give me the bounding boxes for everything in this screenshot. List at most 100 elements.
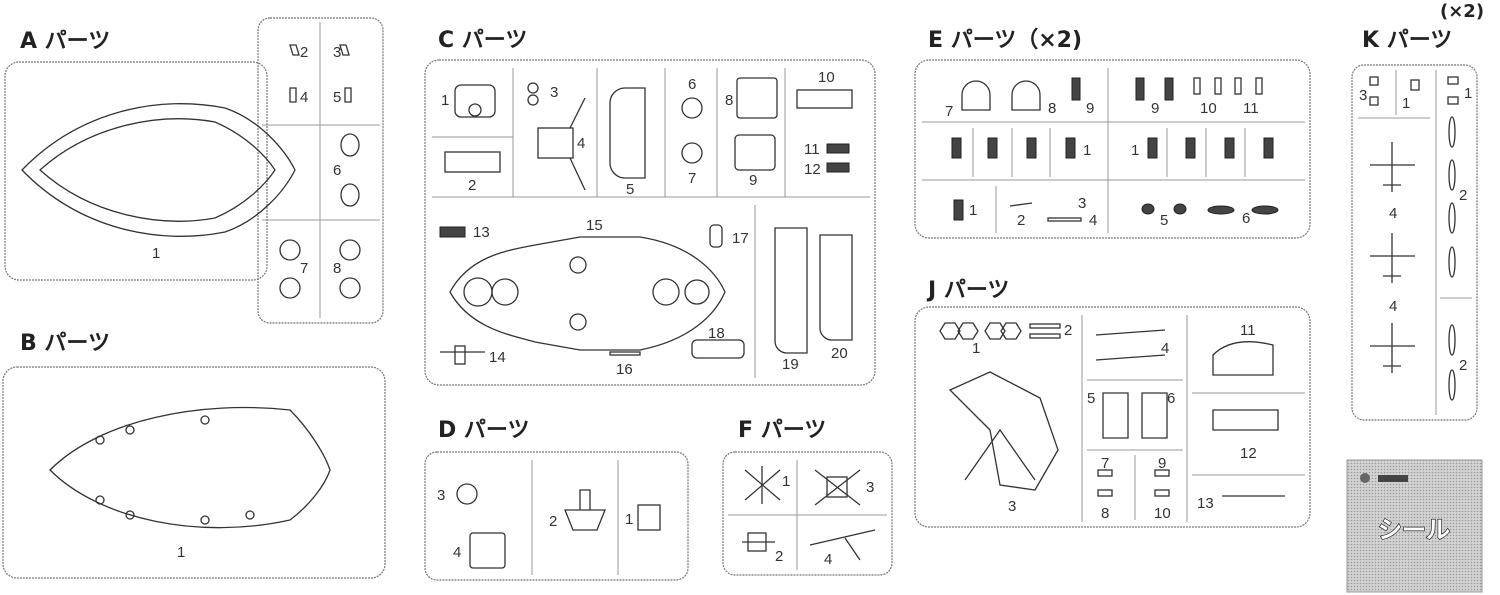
sprue-j-frame (914, 306, 1311, 528)
part-number: 4 (1089, 212, 1097, 229)
part-number: 4 (824, 551, 832, 568)
part-number: 1 (782, 473, 790, 490)
part-number: 3 (550, 84, 558, 101)
sprue-a-title: A パーツ (20, 29, 110, 54)
part-number: 9 (1158, 455, 1166, 472)
part-number: 18 (708, 325, 725, 342)
part-number: 5 (333, 89, 341, 106)
sprue-d: D パーツ 3 4 2 1 (424, 418, 689, 581)
hull-part-a1 (21, 103, 296, 237)
sprue-k-frame (1351, 64, 1478, 421)
part-number: 2 (775, 548, 783, 565)
sticker-sheet-label: シール (1378, 516, 1450, 544)
part-number: 6 (333, 162, 341, 179)
part-number: 10 (818, 69, 835, 86)
part-number: 10 (1154, 505, 1171, 522)
part-number: 2 (1459, 357, 1467, 374)
part-number: 4 (577, 135, 585, 152)
part-number: 15 (586, 217, 603, 234)
part-number: 11 (804, 141, 820, 158)
part-number: 8 (333, 260, 341, 277)
part-number: 2 (300, 44, 308, 61)
part-number: 3 (1008, 498, 1016, 515)
deck-part-c15 (449, 236, 726, 351)
part-number: 1 (441, 92, 449, 109)
part-number: 11 (1240, 322, 1256, 339)
sprue-k-multiplier: (×2) (1440, 1, 1484, 22)
part-number: 13 (473, 224, 490, 241)
sprue-c-title: C パーツ (438, 28, 527, 53)
part-number: 2 (1017, 212, 1025, 229)
part-number: 7 (945, 103, 953, 120)
part-number: 5 (1087, 390, 1095, 407)
sprue-c-frame (424, 59, 876, 386)
sprue-k-title: K パーツ (1362, 28, 1452, 53)
part-number: 10 (1200, 100, 1217, 117)
part-number: 1 (1083, 142, 1091, 159)
part-number: 6 (688, 76, 696, 93)
hull-part-b1 (49, 406, 331, 529)
part-number: 1 (152, 245, 160, 262)
sprue-b-title: B パーツ (20, 331, 110, 356)
sprue-a: A パーツ 1 2 3 4 5 6 7 8 (4, 17, 384, 324)
part-number: 6 (1242, 210, 1250, 227)
part-number: 3 (1078, 195, 1086, 212)
sprue-j: J パーツ 1 2 3 4 5 6 7 8 9 10 11 (914, 278, 1311, 528)
sprue-j-title: J パーツ (926, 278, 1009, 303)
part-number: 8 (1048, 100, 1056, 117)
sprue-c: C パーツ 1 2 3 4 5 (424, 28, 876, 386)
part-number: 4 (1389, 298, 1397, 315)
part-number: 19 (782, 356, 799, 373)
part-number: 1 (969, 202, 977, 219)
sprue-a-side-frame (257, 17, 384, 324)
part-number: 11 (1243, 100, 1259, 117)
part-number: 9 (749, 172, 757, 189)
sticker-sheet: シール (1346, 459, 1483, 593)
part-number: 1 (625, 511, 633, 528)
part-number: 3 (1359, 87, 1367, 104)
part-number: 20 (831, 345, 848, 362)
aircraft-parts (1369, 76, 1459, 401)
part-number: 2 (468, 177, 476, 194)
part-number: 3 (333, 44, 341, 61)
part-number: 4 (300, 89, 308, 106)
sprue-e-title: E パーツ（×2) (928, 28, 1082, 53)
part-number: 12 (1240, 445, 1257, 462)
sprue-f-frame (722, 451, 893, 576)
part-number: 4 (453, 544, 461, 561)
part-number: 2 (549, 513, 557, 530)
part-number: 8 (1101, 505, 1109, 522)
part-number: 5 (1160, 212, 1168, 229)
sprue-d-title: D パーツ (438, 418, 529, 443)
sprue-f-title: F パーツ (738, 418, 826, 443)
part-number: 9 (1086, 100, 1094, 117)
part-number: 7 (688, 170, 696, 187)
sprue-b-frame (2, 366, 386, 579)
sprue-e-frame (914, 59, 1311, 239)
part-number: 12 (804, 161, 821, 178)
part-number: 1 (972, 340, 980, 357)
sprue-k: (×2) K パーツ 3 1 1 4 4 2 2 (1351, 1, 1484, 421)
part-number: 1 (177, 544, 185, 561)
part-number: 13 (1197, 495, 1214, 512)
part-number: 7 (1101, 455, 1109, 472)
part-number: 7 (300, 260, 308, 277)
part-number: 3 (437, 487, 445, 504)
part-number: 2 (1064, 322, 1072, 339)
sprue-f: F パーツ 1 2 3 4 (722, 418, 893, 576)
part-number: 14 (489, 349, 506, 366)
part-number: 4 (1389, 205, 1397, 222)
sprue-a-frame (4, 61, 268, 281)
part-number: 3 (866, 479, 874, 496)
sprue-e: E パーツ（×2) 7 8 9 9 10 11 1 1 1 2 3 (914, 28, 1311, 239)
part-number: 1 (1464, 85, 1472, 102)
part-number: 4 (1161, 340, 1169, 357)
sprue-d-frame (424, 451, 689, 581)
part-number: 9 (1151, 100, 1159, 117)
part-number: 1 (1131, 142, 1139, 159)
part-number: 5 (626, 181, 634, 198)
part-number: 1 (1402, 95, 1410, 112)
sprue-b: B パーツ 1 (2, 331, 386, 579)
